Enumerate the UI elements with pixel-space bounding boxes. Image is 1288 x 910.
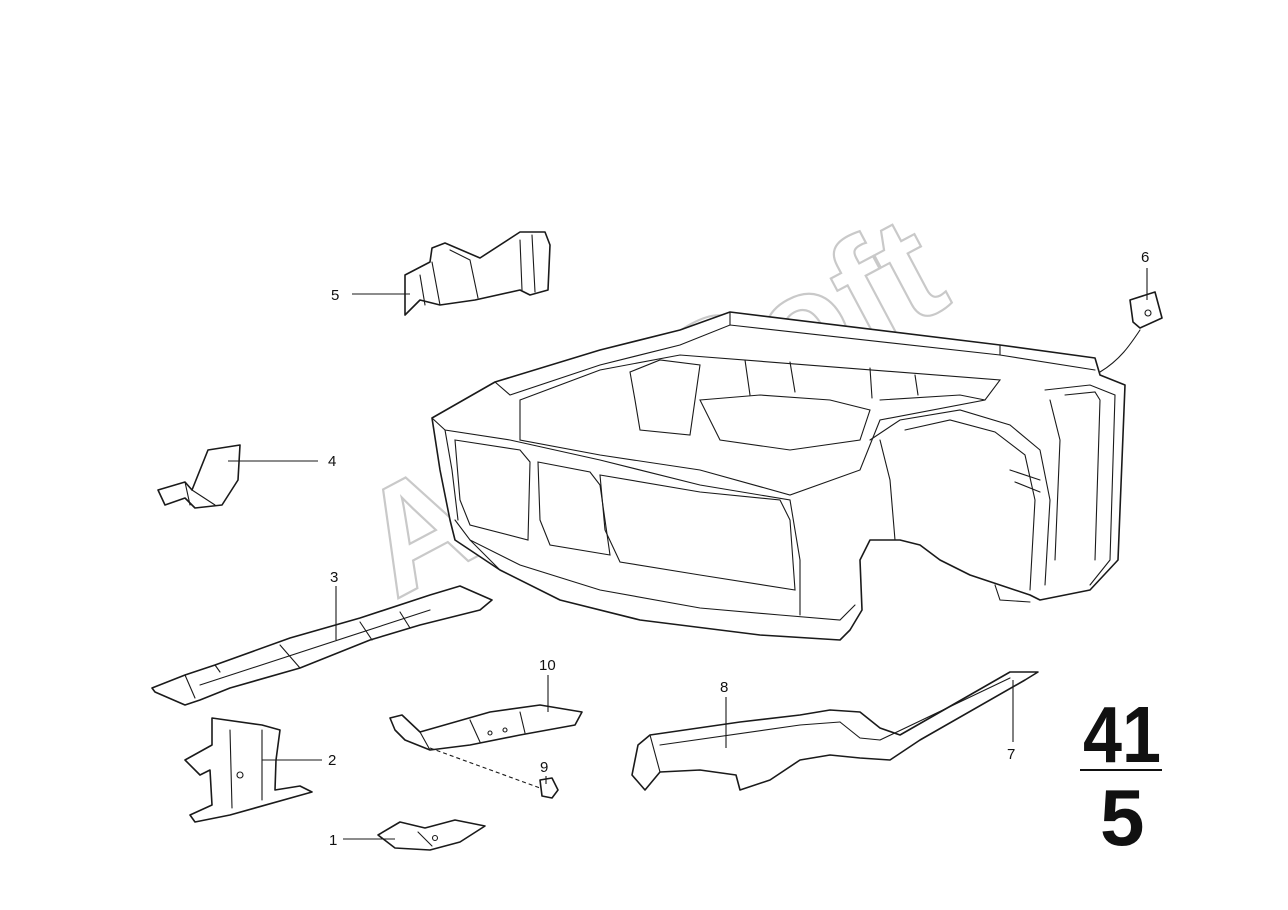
callout-5: 5 bbox=[331, 287, 339, 304]
part-9-bolt[interactable] bbox=[429, 747, 559, 799]
callout-3: 3 bbox=[330, 569, 338, 586]
part-2-bracket[interactable] bbox=[184, 717, 313, 823]
part-10-support-arm[interactable] bbox=[389, 704, 583, 751]
callout-1: 1 bbox=[329, 832, 337, 849]
part-5-bracket[interactable] bbox=[404, 231, 551, 316]
callout-7: 7 bbox=[1007, 746, 1015, 763]
group-number-top: 41 bbox=[1083, 690, 1161, 779]
callout-8: 8 bbox=[720, 679, 728, 696]
callout-6: 6 bbox=[1141, 249, 1149, 266]
callout-10: 10 bbox=[539, 657, 556, 674]
part-3-cross-member[interactable] bbox=[151, 585, 493, 706]
front-body-assembly[interactable] bbox=[431, 311, 1126, 641]
part-6-clip[interactable] bbox=[1099, 291, 1163, 373]
callout-labels: 5 6 4 3 2 1 10 9 8 7 bbox=[328, 249, 1149, 849]
part-4-support[interactable] bbox=[157, 444, 241, 509]
part-1-plate[interactable] bbox=[377, 819, 486, 851]
leader-lines bbox=[228, 268, 1148, 840]
callout-9: 9 bbox=[540, 759, 548, 776]
group-number-bottom: 5 bbox=[1100, 773, 1145, 862]
callout-2: 2 bbox=[328, 752, 336, 769]
group-number-badge: 41 5 bbox=[1080, 690, 1162, 862]
part-8-longitudinal-member[interactable] bbox=[631, 671, 1039, 791]
callout-4: 4 bbox=[328, 453, 336, 470]
